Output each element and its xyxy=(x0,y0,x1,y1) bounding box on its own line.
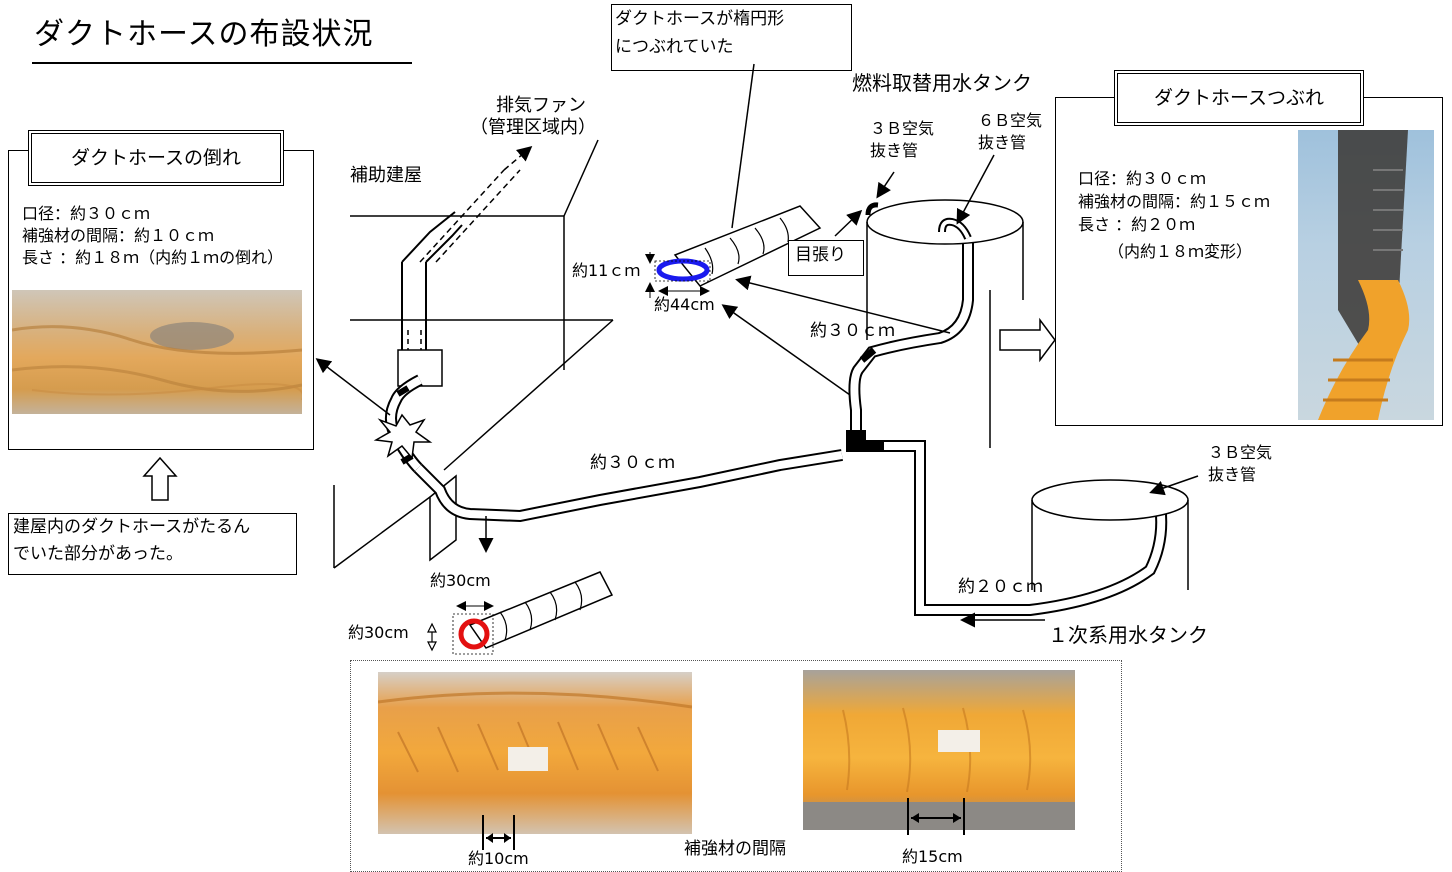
hose-photo-10cm xyxy=(378,672,692,834)
crushed-hose-photo xyxy=(1298,130,1434,420)
building-base-diag xyxy=(333,496,431,569)
hose-photo-15cm-texture xyxy=(803,707,1075,830)
left-spec-length: 長さ ：約１８ｍ（内約１ｍの倒れ） xyxy=(22,248,284,267)
oval-height-label: 約11ｃｍ xyxy=(572,261,641,280)
up-hollow-arrow xyxy=(142,456,178,501)
exhaust-duct-dash-1 xyxy=(419,169,505,263)
exhaust-fan-sublabel: （管理区域内） xyxy=(470,117,596,138)
right-spec-deformed: （内約１８ｍ変形） xyxy=(1108,242,1253,261)
seal-label: 目張り xyxy=(795,245,846,265)
seal-box xyxy=(788,240,864,276)
exhaust-fan-label: 排気ファン xyxy=(496,95,586,116)
top-callout-line2: につぶれていた xyxy=(615,37,734,57)
squashed-hose-body xyxy=(673,205,822,287)
spacing-10-arrowheads xyxy=(486,833,511,843)
round-hose-ribs xyxy=(499,581,583,641)
vent-3b-low-label-1: ３Ｂ空気 xyxy=(1208,443,1273,462)
collapsed-hose-photo xyxy=(12,290,302,414)
spacing-10-label: 約10cm xyxy=(468,849,529,868)
vent-3b-top-arrow xyxy=(876,171,895,199)
round-h-arrow xyxy=(427,622,437,652)
crushed-hose-texture xyxy=(1318,130,1410,420)
right-spec-length: 長さ ：約２０ｍ xyxy=(1078,215,1196,234)
primary-tank-label: １次系用水タンク xyxy=(1048,623,1208,647)
building-corner-upper xyxy=(563,139,599,217)
round-width-label: 約30cm xyxy=(430,571,491,590)
left-photo-pointer xyxy=(315,358,391,416)
vent-3b-top-label-1: ３Ｂ空気 xyxy=(870,119,935,138)
aux-building-label: 補助建屋 xyxy=(350,165,422,186)
left-note-line1: 建屋内のダクトホースがたるん xyxy=(13,517,251,537)
oval-pointer-2 xyxy=(721,304,851,396)
left-spec-diameter: 口径：約３０ｃｍ xyxy=(22,204,151,223)
junction-branch xyxy=(860,440,888,452)
building-corner-lower xyxy=(443,319,614,471)
vent-3b-low-arrow xyxy=(1149,475,1199,496)
collapsed-hose-texture xyxy=(12,322,302,400)
length-30-upper: 約３０ｃｍ xyxy=(810,321,895,341)
vent-3b-low-label-2: 抜き管 xyxy=(1208,465,1257,484)
length-20: 約２０ｃｍ xyxy=(958,577,1043,597)
callout-leader xyxy=(731,63,755,229)
collapse-burst-icon xyxy=(373,413,433,460)
left-panel-title-text: ダクトホースの倒れ xyxy=(70,147,242,169)
right-panel-title-text: ダクトホースつぶれ xyxy=(1153,87,1325,109)
page-title: ダクトホースの布設状況 xyxy=(34,17,374,52)
main-hose-inner xyxy=(415,451,843,521)
title-underline xyxy=(32,62,412,64)
right-spec-spacing: 補強材の間隔：約１５ｃｍ xyxy=(1078,192,1271,211)
vent-6b-label-2: 抜き管 xyxy=(978,133,1027,152)
top-callout-line1: ダクトホースが楕円形 xyxy=(615,9,785,29)
vertical-duct xyxy=(401,211,463,350)
left-spec-spacing: 補強材の間隔：約１０ｃｍ xyxy=(22,226,215,245)
to-photo-arrow xyxy=(999,317,1056,363)
vent-3b-top-pipe xyxy=(865,202,879,216)
top-callout-box xyxy=(611,4,852,71)
oval-pointer-1 xyxy=(735,275,951,334)
round-hose-body xyxy=(468,571,614,649)
hose-photo-15cm xyxy=(803,670,1075,830)
oval-dim-box xyxy=(654,260,711,282)
left-note-box xyxy=(8,513,297,575)
round-height-label: 約30cm xyxy=(348,623,409,642)
spacing-caption: 補強材の間隔 xyxy=(684,839,786,859)
vent-6b-arrow xyxy=(956,154,995,225)
oval-width-label: 約44cm xyxy=(654,295,715,314)
vent-3b-top-label-2: 抜き管 xyxy=(870,141,919,160)
fuel-tank-label: 燃料取替用水タンク xyxy=(852,71,1032,95)
seal-arrow xyxy=(834,209,863,237)
upper-hose-inner xyxy=(850,240,972,448)
hose-photo-10cm-texture xyxy=(378,691,692,773)
squashed-hose-ribs xyxy=(704,217,789,275)
round-cross-section xyxy=(458,618,490,650)
spacing-15-label: 約15cm xyxy=(902,847,963,866)
length-30-lower: 約３０ｃｍ xyxy=(590,453,675,473)
left-note-line2: でいた部分があった。 xyxy=(13,544,183,564)
right-panel-title: ダクトホースつぶれ xyxy=(1114,70,1364,126)
vent-6b-label-1: ６Ｂ空気 xyxy=(978,111,1043,130)
exhaust-arrow xyxy=(503,146,533,171)
round-dim-box xyxy=(452,613,494,655)
vent-6b-inner xyxy=(940,219,970,239)
right-spec-diameter: 口径：約３０ｃｍ xyxy=(1078,169,1207,188)
exhaust-duct-dash-2 xyxy=(435,169,521,263)
upper-hose-joint xyxy=(859,347,877,363)
left-panel-title: ダクトホースの倒れ xyxy=(28,130,284,186)
